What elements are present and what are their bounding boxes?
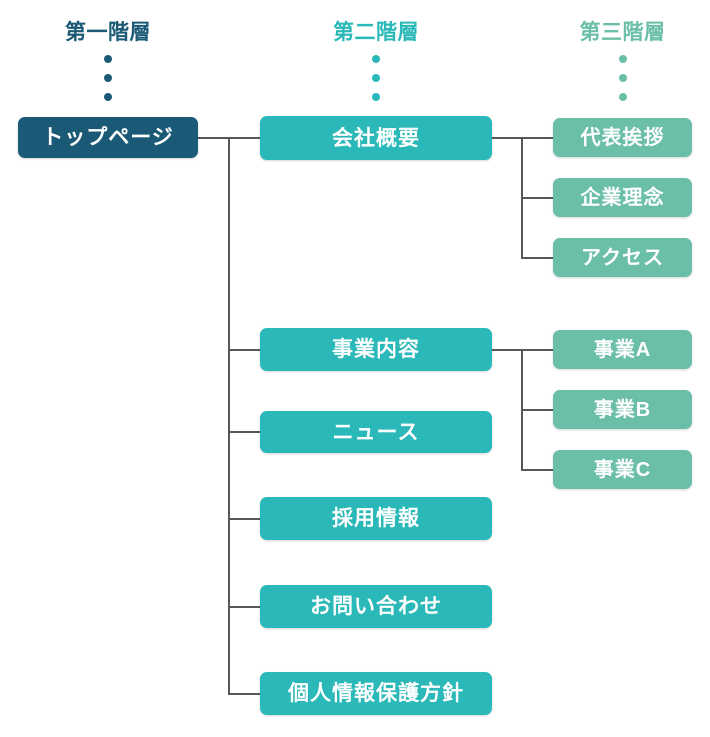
connector-branch-privacy	[228, 693, 260, 695]
node-business-b[interactable]: 事業B	[553, 390, 692, 429]
connector-branch-news	[228, 431, 260, 433]
connector-branch-contact	[228, 606, 260, 608]
connector-jigyo-to-trunk	[492, 349, 522, 351]
dots-level1	[18, 55, 198, 101]
node-privacy-policy[interactable]: 個人情報保護方針	[260, 672, 492, 715]
dot	[618, 74, 627, 82]
connector-branch-daihyo	[521, 137, 553, 139]
node-news[interactable]: ニュース	[260, 411, 492, 453]
dot	[618, 93, 627, 101]
node-recruit[interactable]: 採用情報	[260, 497, 492, 540]
column-header-level3: 第三階層	[579, 21, 666, 44]
dot	[104, 55, 112, 63]
dots-level2	[260, 55, 492, 101]
dot	[618, 55, 627, 63]
node-top-page[interactable]: トップページ	[18, 117, 198, 158]
connector-branch-rinen	[521, 197, 553, 199]
connector-branch-jigyo-b	[521, 409, 553, 411]
connector-branch-saiyo	[228, 518, 260, 520]
dot	[372, 93, 380, 101]
connector-kaisha-to-trunk	[492, 137, 522, 139]
node-business-content[interactable]: 事業内容	[260, 328, 492, 371]
connector-branch-jigyo	[228, 349, 260, 351]
column-header-level2: 第二階層	[333, 21, 419, 44]
node-business-a[interactable]: 事業A	[553, 330, 692, 369]
node-greeting[interactable]: 代表挨拶	[553, 118, 692, 157]
connector-main-trunk	[228, 137, 230, 694]
dot	[372, 55, 380, 63]
dot	[104, 74, 112, 82]
node-contact[interactable]: お問い合わせ	[260, 585, 492, 628]
connector-branch-jigyo-c	[521, 469, 553, 471]
column-header-level1: 第一階層	[65, 21, 151, 44]
dots-level3	[553, 55, 692, 101]
dot	[104, 93, 112, 101]
node-company-overview[interactable]: 会社概要	[260, 116, 492, 160]
node-access[interactable]: アクセス	[553, 238, 692, 277]
connector-branch-jigyo-a	[521, 349, 553, 351]
dot	[372, 74, 380, 82]
node-business-c[interactable]: 事業C	[553, 450, 692, 489]
node-philosophy[interactable]: 企業理念	[553, 178, 692, 217]
connector-branch-access	[521, 257, 553, 259]
